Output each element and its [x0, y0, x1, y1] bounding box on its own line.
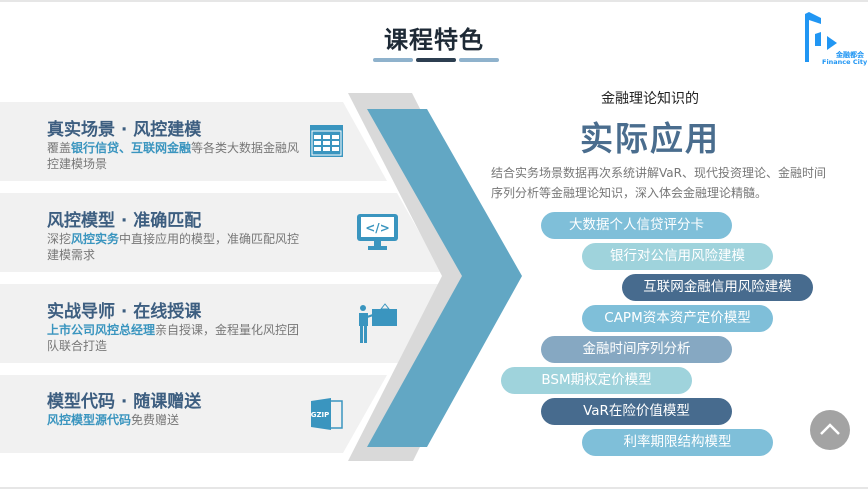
intro-text: 结合实务场景数据再次系统讲解VaR、现代投资理论、金融时间序列分析等金融理论知识…	[491, 166, 826, 200]
feature-band	[0, 284, 442, 363]
topic-pill[interactable]: 银行对公信用风险建模	[582, 243, 773, 270]
code-monitor-icon: </>	[357, 214, 398, 250]
finance-city-logo	[805, 12, 837, 62]
topic-pill[interactable]: 利率期限结构模型	[582, 429, 773, 456]
title-underline	[373, 58, 413, 62]
bottom-divider	[0, 487, 868, 489]
logo-cn: 金融都会	[836, 51, 864, 59]
feature-desc: 上市公司风控总经理亲自授课，金程量化风控团队联合打造	[47, 323, 300, 353]
topic-pill[interactable]: 互联网金融信用风险建模	[622, 274, 813, 301]
topic-pill[interactable]: VaR在险价值模型	[541, 398, 732, 425]
topic-pill[interactable]: BSM期权定价模型	[501, 367, 692, 394]
chevron-arrow	[367, 109, 522, 447]
page-title: 课程特色	[384, 26, 484, 54]
logo-en: Finance City	[822, 58, 868, 66]
top-divider	[0, 0, 868, 2]
chevron-up-icon	[820, 423, 840, 435]
title-underline	[416, 58, 456, 62]
svg-text:GZIP: GZIP	[311, 411, 329, 419]
feature-title: 真实场景 · 风控建模	[47, 120, 202, 140]
headline: 实际应用	[580, 119, 720, 158]
feature-title: 模型代码 · 随课赠送	[47, 392, 202, 412]
topic-pill[interactable]: 金融时间序列分析	[541, 336, 732, 363]
calendar-grid-icon	[310, 125, 343, 157]
feature-band	[0, 375, 387, 453]
gzip-file-icon: GZIP	[311, 398, 343, 430]
feature-desc: 风控模型源代码免费赠送	[47, 413, 180, 427]
feature-desc: 深挖风控实务中直接应用的模型，准确匹配风控建模需求	[47, 232, 300, 262]
svg-text:</>: </>	[365, 221, 390, 235]
title-underline	[459, 58, 499, 62]
topic-pill[interactable]: 大数据个人信贷评分卡	[541, 212, 732, 239]
feature-desc: 覆盖银行信贷、互联网金融等各类大数据金融风控建模场景	[47, 141, 300, 171]
subtitle: 金融理论知识的	[601, 91, 699, 107]
feature-title: 实战导师 · 在线授课	[47, 302, 202, 322]
scroll-top-button[interactable]	[810, 410, 850, 450]
feature-title: 风控模型 · 准确匹配	[47, 211, 202, 231]
topic-pill[interactable]: CAPM资本资产定价模型	[582, 305, 773, 332]
feature-band	[0, 193, 442, 272]
teacher-board-icon	[359, 303, 397, 343]
feature-band	[0, 102, 387, 181]
